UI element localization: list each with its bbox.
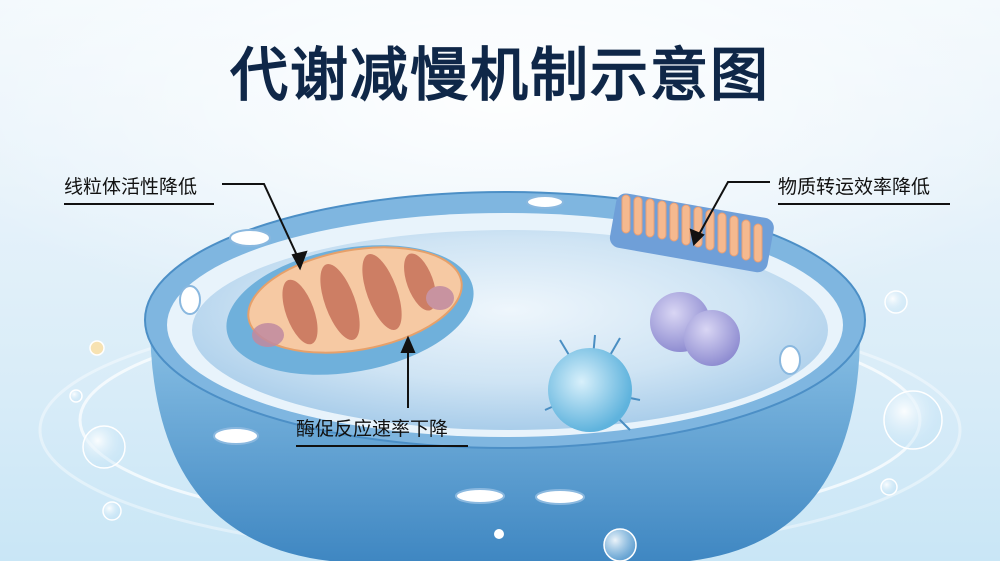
label-underline bbox=[778, 203, 950, 205]
label-mitochondria: 线粒体活性降低 bbox=[64, 172, 214, 205]
lysosome bbox=[650, 292, 740, 366]
enzyme-particle bbox=[544, 334, 641, 432]
bubbles bbox=[69, 290, 943, 561]
callout-arrows bbox=[222, 181, 770, 408]
sparkle-icon bbox=[494, 529, 504, 539]
label-enzyme-text: 酶促反应速率下降 bbox=[296, 418, 449, 440]
label-enzyme: 酶促反应速率下降 bbox=[296, 414, 468, 447]
label-transport-text: 物质转运效率降低 bbox=[778, 176, 931, 198]
label-transport: 物质转运效率降低 bbox=[778, 172, 950, 205]
mitochondrion bbox=[226, 245, 474, 375]
label-underline bbox=[64, 203, 214, 205]
label-mitochondria-text: 线粒体活性降低 bbox=[64, 176, 198, 198]
page-title: 代谢减慢机制示意图 bbox=[229, 41, 770, 109]
membrane-vesicles bbox=[179, 195, 801, 505]
label-underline bbox=[296, 445, 468, 447]
